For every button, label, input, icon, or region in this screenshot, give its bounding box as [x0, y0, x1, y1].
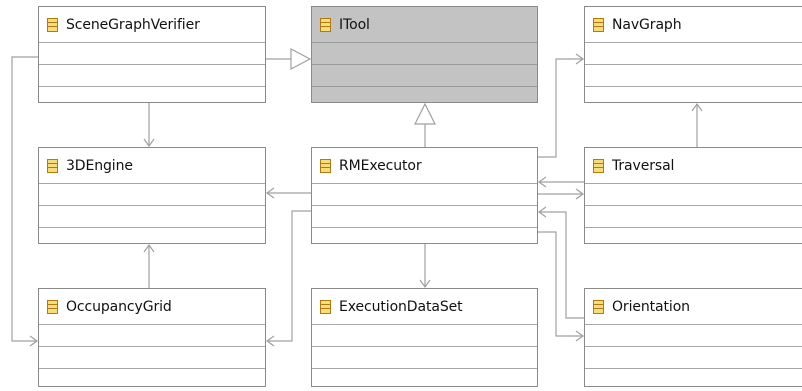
- association-arrowhead: [575, 188, 585, 200]
- class-header: ExecutionDataSet: [312, 289, 537, 325]
- association-arrowhead: [537, 176, 547, 188]
- class-header: Orientation: [585, 289, 802, 325]
- association-arrowhead: [575, 330, 585, 342]
- class-icon: [47, 158, 58, 173]
- class-name: OccupancyGrid: [66, 298, 172, 315]
- association-arrowhead: [691, 102, 703, 112]
- class-icon: [47, 17, 58, 32]
- class-icon: [593, 299, 604, 314]
- attributes-compartment: [39, 43, 265, 65]
- attributes-compartment: [39, 325, 265, 347]
- association-rmexecutor-navgraph: [538, 58, 583, 158]
- generalization-arrowhead: [414, 102, 436, 125]
- operations-compartment: [585, 347, 802, 369]
- class-header: SceneGraphVerifier: [39, 7, 265, 43]
- class-icon: [320, 158, 331, 173]
- class-name: Traversal: [612, 157, 675, 174]
- class-name: ITool: [339, 16, 370, 33]
- attributes-compartment: [312, 184, 537, 206]
- association-arrowhead: [265, 335, 275, 347]
- class-3dengine[interactable]: 3DEngine: [38, 147, 266, 244]
- class-name: 3DEngine: [66, 157, 133, 174]
- operations-compartment: [39, 65, 265, 87]
- class-icon: [593, 17, 604, 32]
- association-rmexecutor-occupancygrid: [267, 210, 311, 342]
- attributes-compartment: [585, 43, 802, 65]
- class-header: ITool: [312, 7, 537, 43]
- association-arrowhead: [29, 335, 39, 347]
- association-orientation-rmexecutor: [539, 211, 584, 319]
- operations-compartment: [312, 347, 537, 369]
- operations-compartment: [312, 206, 537, 228]
- association-scenegraphverifier-occupancygrid: [11, 56, 38, 342]
- class-orientation[interactable]: Orientation: [584, 288, 802, 387]
- class-rmexecutor[interactable]: RMExecutor: [311, 147, 538, 244]
- class-icon: [320, 299, 331, 314]
- operations-compartment: [585, 206, 802, 228]
- association-arrowhead: [265, 187, 275, 199]
- class-name: NavGraph: [612, 16, 682, 33]
- association-arrowhead: [143, 138, 155, 148]
- class-header: 3DEngine: [39, 148, 265, 184]
- association-arrowhead: [575, 53, 585, 65]
- association-arrowhead: [419, 279, 431, 289]
- class-name: RMExecutor: [339, 157, 422, 174]
- operations-compartment: [585, 65, 802, 87]
- class-icon: [320, 17, 331, 32]
- attributes-compartment: [585, 184, 802, 206]
- class-name: SceneGraphVerifier: [66, 16, 200, 33]
- class-icon: [47, 299, 58, 314]
- class-header: OccupancyGrid: [39, 289, 265, 325]
- attributes-compartment: [312, 43, 537, 65]
- attributes-compartment: [39, 184, 265, 206]
- association-arrowhead: [537, 206, 547, 218]
- class-scenegraphverifier[interactable]: SceneGraphVerifier: [38, 6, 266, 103]
- class-executiondataset[interactable]: ExecutionDataSet: [311, 288, 538, 387]
- attributes-compartment: [312, 325, 537, 347]
- association-rmexecutor-orientation: [538, 231, 583, 337]
- class-occupancygrid[interactable]: OccupancyGrid: [38, 288, 266, 387]
- class-header: Traversal: [585, 148, 802, 184]
- operations-compartment: [312, 65, 537, 87]
- class-header: RMExecutor: [312, 148, 537, 184]
- association-arrowhead: [143, 243, 155, 253]
- operations-compartment: [39, 206, 265, 228]
- class-navgraph[interactable]: NavGraph: [584, 6, 802, 103]
- class-header: NavGraph: [585, 7, 802, 43]
- class-icon: [593, 158, 604, 173]
- class-itool[interactable]: ITool: [311, 6, 538, 103]
- class-name: ExecutionDataSet: [339, 298, 463, 315]
- attributes-compartment: [585, 325, 802, 347]
- class-traversal[interactable]: Traversal: [584, 147, 802, 244]
- operations-compartment: [39, 347, 265, 369]
- generalization-arrowhead: [290, 48, 312, 70]
- class-name: Orientation: [612, 298, 690, 315]
